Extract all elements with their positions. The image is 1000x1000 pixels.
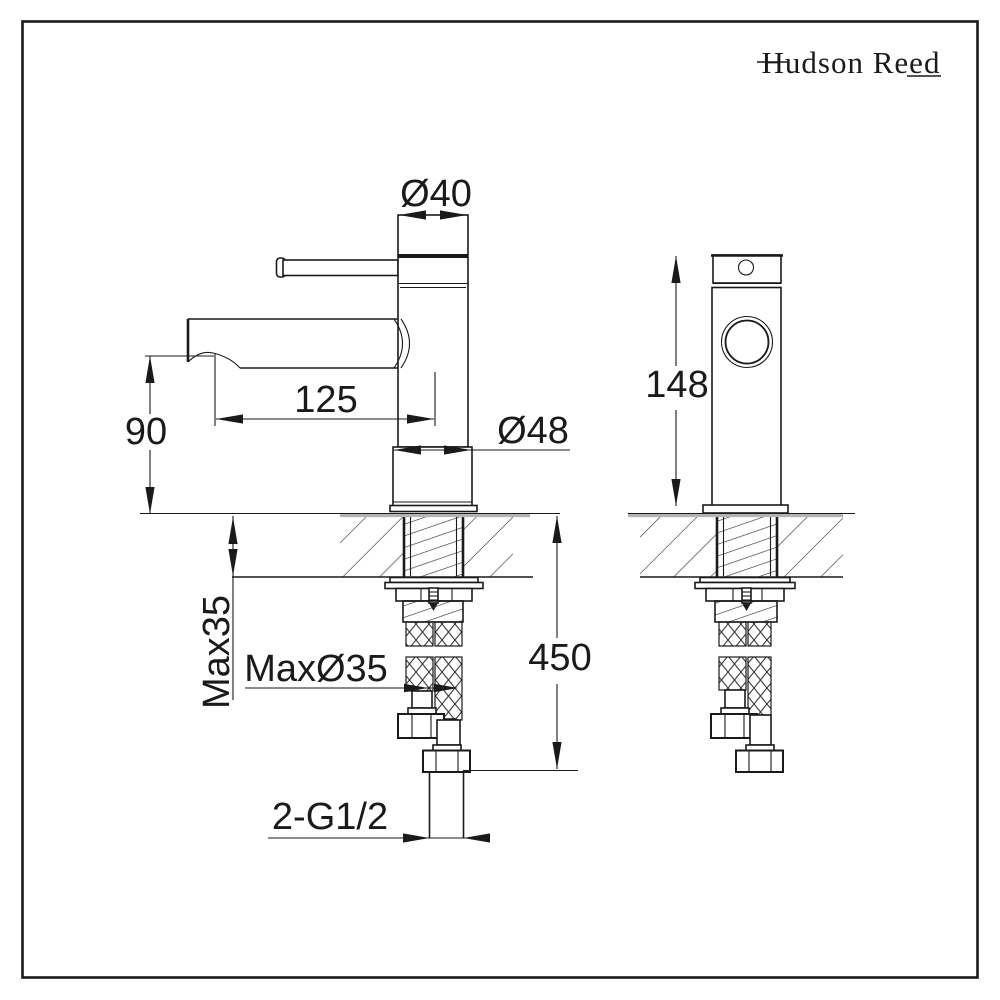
deck-section-side: [628, 512, 855, 773]
dim-max-hole-diameter: MaxØ35: [244, 648, 458, 693]
dim-label-spout-diameter: Ø40: [400, 173, 472, 215]
dim-hose-length: 450: [463, 516, 592, 772]
brand-name: Hudson Reed: [762, 45, 941, 80]
hose-fittings-front: [397, 690, 471, 773]
counter-hatch-front-left: [340, 516, 404, 577]
brand-logo: Hudson Reed: [757, 45, 941, 80]
dim-label-hose-length: 450: [528, 637, 591, 679]
threaded-shank-side: [715, 515, 779, 577]
inlet-tail-pipe: [428, 772, 465, 838]
side-view: 148: [645, 254, 789, 514]
dim-label-body-height: 148: [645, 364, 708, 406]
dim-body-height: 148: [645, 256, 709, 506]
shank-lower-front: [402, 600, 464, 623]
hose-fittings-side: [710, 689, 784, 773]
dim-label-spout-height: 90: [125, 411, 167, 453]
dim-spout-reach: 125: [214, 353, 436, 426]
counter-hatch-side-left: [640, 516, 717, 577]
drawing-border: [21, 20, 979, 979]
mounting-hardware-front: [384, 576, 484, 623]
faucet-cap-side: [711, 254, 783, 289]
front-view: Ø40 125 90 Ø48: [125, 173, 570, 514]
flexible-hoses-side: [718, 621, 772, 716]
dim-inlet-thread: 2-G1/2: [268, 796, 490, 843]
deck-section-front: Max35 MaxØ35 450 2-G1/2: [140, 512, 592, 843]
dim-spout-diameter: Ø40: [399, 173, 472, 220]
threaded-shank-front: [402, 515, 465, 577]
dim-label-max-hole-diameter: MaxØ35: [244, 648, 388, 690]
dim-max-deck-thickness: Max35: [196, 516, 238, 709]
dim-label-base-diameter: Ø48: [497, 410, 569, 452]
mounting-hardware-side: [694, 576, 796, 623]
dim-label-inlet-thread: 2-G1/2: [272, 796, 388, 838]
spout-front: [186, 318, 411, 369]
counter-hatch-front-right: [463, 516, 513, 577]
faucet-base-front: [389, 446, 478, 513]
dim-base-diameter: Ø48: [394, 410, 570, 455]
handle-lever: [275, 257, 399, 278]
dim-label-max-deck-thickness: Max35: [196, 595, 238, 709]
faucet-body-front: [397, 214, 469, 448]
spout-outlet-circle: [724, 319, 770, 365]
counter-hatch-side-right: [777, 516, 843, 577]
shank-lower-side: [714, 600, 778, 623]
faucet-body-side: [702, 286, 789, 514]
dim-spout-height: 90: [125, 355, 214, 514]
dim-label-spout-reach: 125: [294, 379, 357, 421]
